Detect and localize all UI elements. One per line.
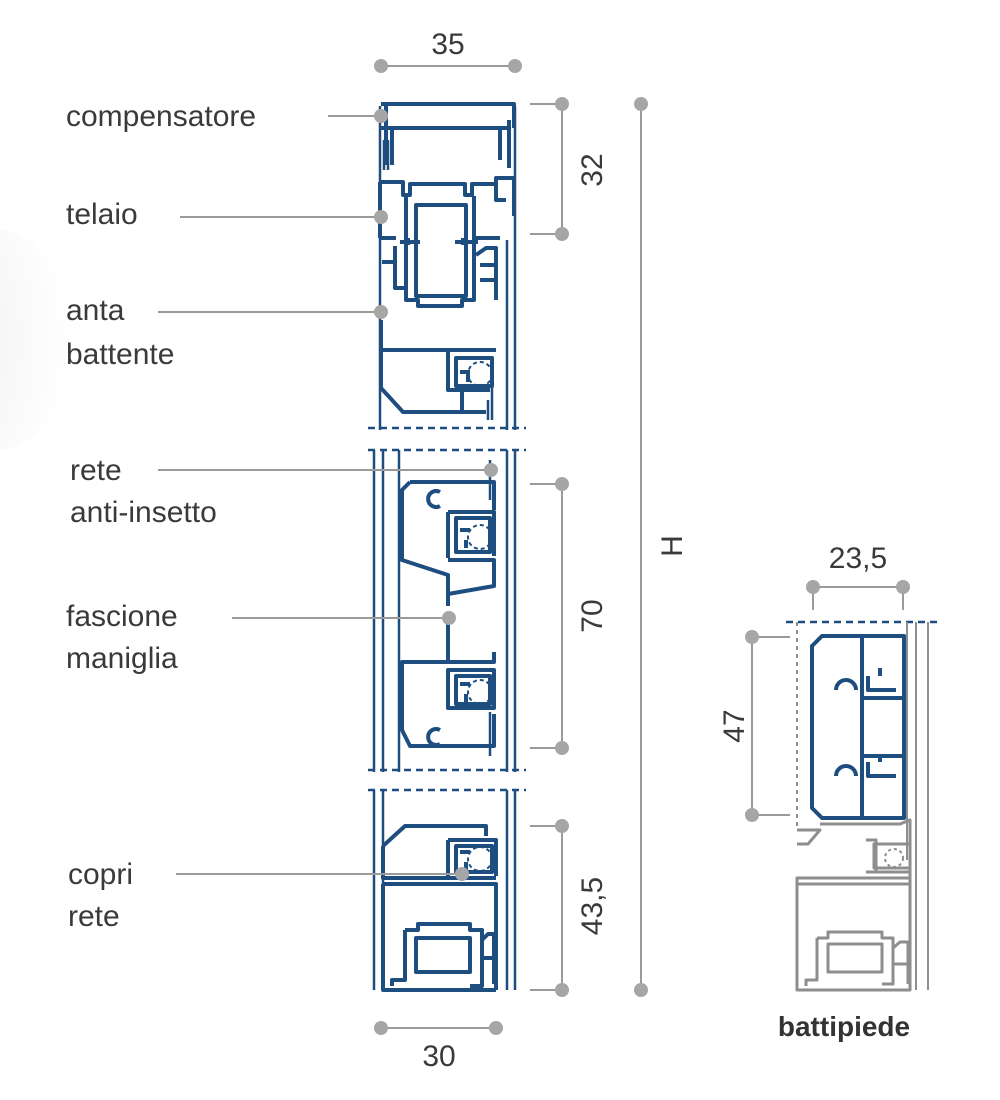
top-section	[368, 102, 526, 430]
dimension-lines	[374, 59, 910, 1035]
background-shade	[0, 230, 70, 450]
battipiede-title: battipiede	[778, 1011, 910, 1042]
label-anta-line2: battente	[66, 338, 174, 371]
dim-bottom-width: 30	[422, 1040, 455, 1073]
label-compensatore: compensatore	[66, 100, 256, 133]
dim-battipiede-height: 47	[718, 709, 751, 742]
dim-bottom-height: 43,5	[576, 877, 609, 935]
dim-middle-height: 70	[576, 599, 609, 632]
dimension-values: 35 30 32 70 43,5 H 23,5 47	[422, 28, 887, 1073]
dim-battipiede-width: 23,5	[829, 542, 887, 575]
dim-total-height: H	[656, 535, 689, 557]
label-copri-line2: rete	[68, 900, 120, 933]
main-profile-section	[368, 102, 526, 992]
dim-top-width: 35	[431, 28, 464, 61]
label-fascione-line1: fascione	[66, 600, 178, 633]
label-rete-line1: rete	[70, 454, 122, 487]
leader-lines	[158, 109, 498, 881]
dim-top-height: 32	[576, 153, 609, 186]
battipiede-profile	[786, 620, 940, 992]
label-rete-line2: anti-insetto	[70, 496, 217, 529]
label-fascione-line2: maniglia	[66, 642, 178, 675]
label-copri-line1: copri	[68, 858, 133, 891]
part-labels: compensatore telaio anta battente rete a…	[66, 100, 256, 933]
middle-section	[368, 448, 526, 772]
label-anta-line1: anta	[66, 294, 125, 327]
label-telaio: telaio	[66, 198, 138, 231]
bottom-section	[368, 788, 526, 992]
